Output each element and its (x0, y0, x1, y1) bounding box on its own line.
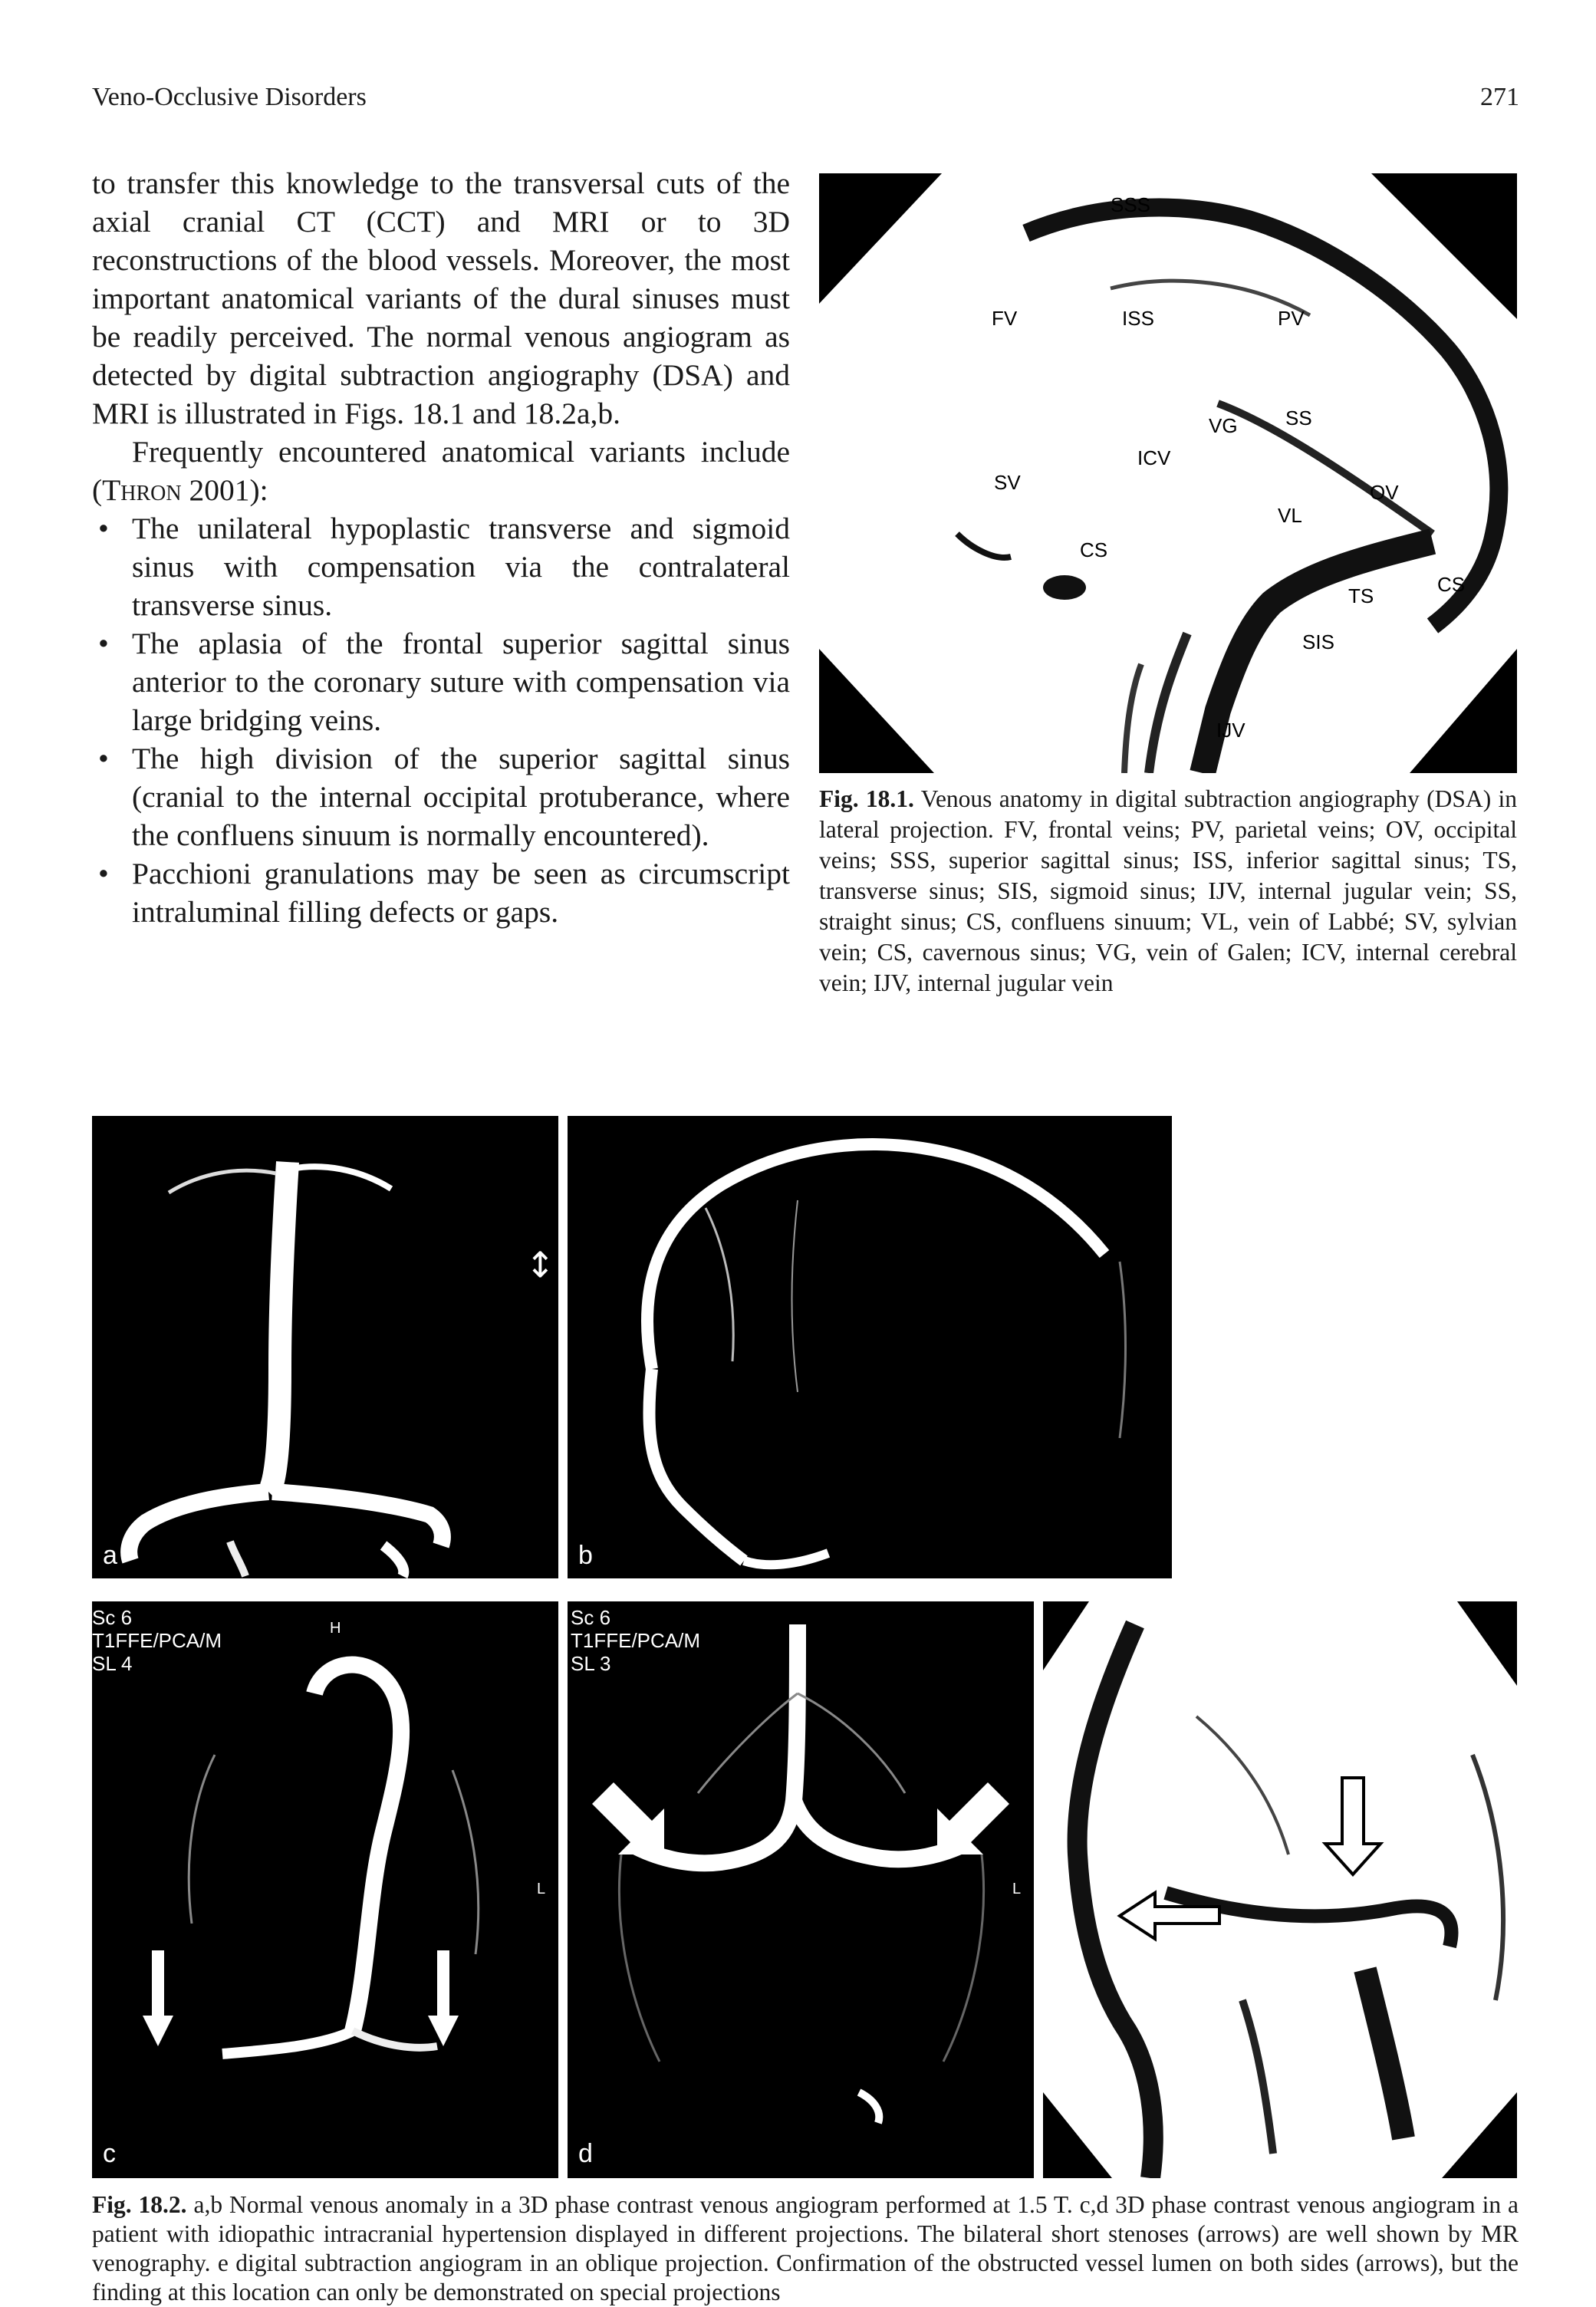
label-sss: SSS (1111, 193, 1150, 216)
scan-parameters-d: Sc 6 T1FFE/PCA/M SL 3 (571, 1606, 701, 1675)
label-fv: FV (992, 307, 1018, 330)
running-head: Veno-Occlusive Disorders (92, 83, 367, 111)
label-cs-cavernous: CS (1080, 538, 1107, 561)
variants-lead: Frequently encountered anatomical varian… (92, 435, 790, 507)
body-text-column: to transfer this knowledge to the transv… (92, 164, 790, 931)
label-vg: VG (1209, 414, 1238, 437)
figure-18-1-image: SSS FV ISS PV VG SS ICV SV OV VL CS TS C… (819, 173, 1517, 773)
list-item: The high division of the superior sagitt… (92, 739, 790, 854)
double-arrow-icon: ↕ (525, 1244, 555, 1285)
paragraph-variants: Frequently encountered anatomical varian… (92, 433, 790, 509)
figure-18-1-caption-label: Fig. 18.1. (819, 785, 914, 812)
panel-letter-a: a (103, 1541, 117, 1570)
marker-d-l: L (1012, 1881, 1022, 1897)
figure-18-1-caption: Fig. 18.1. Venous anatomy in digital sub… (819, 784, 1517, 999)
list-item: The aplasia of the frontal superior sagi… (92, 624, 790, 739)
marker-c-l: L (537, 1881, 546, 1897)
panel-letter-e: e (1054, 2139, 1068, 2168)
figure-18-2-caption: Fig. 18.2. a,b Normal venous anomaly in … (92, 2190, 1519, 2307)
label-sis: SIS (1302, 630, 1334, 653)
label-iss: ISS (1122, 307, 1154, 330)
figure-18-2-caption-text: a,b Normal venous anomaly in a 3D phase … (92, 2191, 1519, 2305)
panel-letter-c: c (103, 2139, 116, 2168)
label-icv: ICV (1137, 446, 1171, 469)
variants-list: The unilateral hypoplastic transverse an… (92, 509, 790, 931)
scan-parameters-c: Sc 6 T1FFE/PCA/M SL 4 (92, 1606, 222, 1675)
citation-year: 2001): (181, 473, 268, 507)
label-ts: TS (1348, 584, 1374, 607)
figure-18-2-panel-b: b (568, 1116, 1172, 1578)
figure-18-2-panel-e: e (1043, 1601, 1517, 2178)
label-sv: SV (994, 471, 1021, 494)
label-ijv: IJV (1216, 719, 1246, 742)
figure-18-1-caption-text: Venous anatomy in digital subtraction an… (819, 785, 1517, 996)
citation-author: Thron (102, 473, 182, 507)
label-pv: PV (1278, 307, 1305, 330)
figure-18-2-panel-c: Sc 6 T1FFE/PCA/M SL 4 H L c (92, 1601, 558, 2178)
figure-18-2-panel-d: Sc 6 T1FFE/PCA/M SL 3 L d (568, 1601, 1034, 2178)
list-item: Pacchioni granulations may be seen as ci… (92, 854, 790, 931)
figure-18-2-panel-a: ↕ a (92, 1116, 558, 1578)
paragraph-intro: to transfer this knowledge to the transv… (92, 166, 790, 430)
label-ov: OV (1370, 481, 1399, 504)
marker-c-h: H (330, 1620, 341, 1637)
page-number: 271 (1480, 83, 1519, 111)
dsa-lateral-venogram: SSS FV ISS PV VG SS ICV SV OV VL CS TS C… (819, 173, 1517, 773)
label-vl: VL (1278, 504, 1302, 527)
label-ss: SS (1285, 406, 1312, 429)
panel-letter-b: b (578, 1541, 593, 1570)
label-cs-confluens: CS (1437, 573, 1465, 596)
list-item: The unilateral hypoplastic transverse an… (92, 509, 790, 624)
figure-18-2-caption-label: Fig. 18.2. (92, 2191, 187, 2218)
panel-letter-d: d (578, 2139, 593, 2168)
